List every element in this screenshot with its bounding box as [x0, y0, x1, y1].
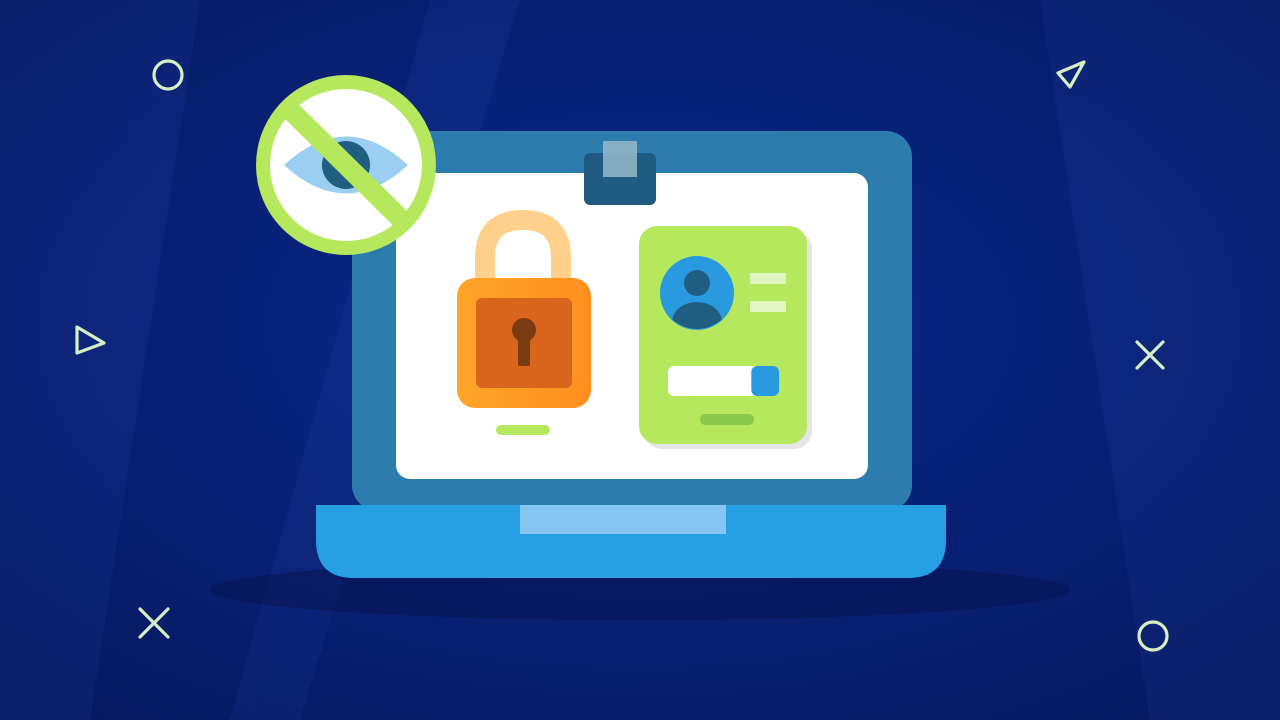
padlock-underline [496, 425, 550, 435]
triangle-icon [75, 325, 106, 355]
close-icon [1135, 340, 1165, 370]
keyhole-slot [518, 334, 530, 366]
id-detail-line [750, 273, 786, 284]
no-eye-slash [274, 94, 418, 236]
laptop-base [316, 505, 946, 578]
user-avatar-icon [660, 256, 734, 330]
circle-icon [1137, 620, 1169, 652]
id-slider-track [668, 366, 779, 396]
decorations [75, 59, 1169, 652]
padlock-icon [457, 209, 591, 435]
webcam-cover-icon [584, 141, 656, 205]
circle-icon [152, 59, 184, 91]
id-card [639, 226, 807, 444]
triangle-icon [1056, 60, 1086, 89]
id-detail-line [750, 301, 786, 312]
avatar-head [684, 270, 710, 296]
webcam-cover [584, 153, 656, 205]
id-card-icon [639, 226, 812, 449]
id-slider-fill [751, 366, 780, 396]
laptop-trackpad [520, 505, 726, 534]
id-footer-line [700, 414, 754, 425]
no-eye-icon [256, 75, 436, 255]
avatar-body [672, 302, 722, 329]
close-icon [138, 607, 170, 639]
webcam-tape [603, 141, 637, 177]
padlock-shackle [475, 209, 571, 298]
